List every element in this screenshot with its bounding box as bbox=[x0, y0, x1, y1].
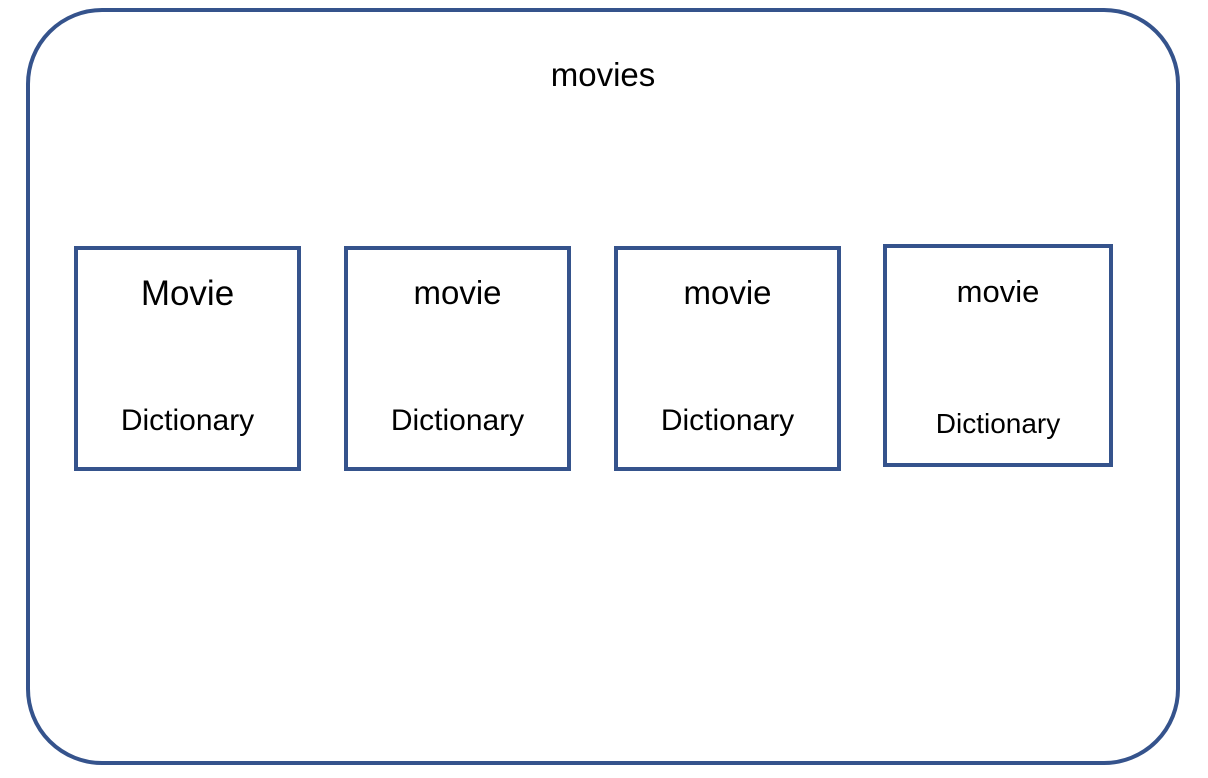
dictionary-item-1-key: Movie bbox=[140, 274, 235, 313]
collection-title: movies bbox=[550, 56, 656, 93]
dictionary-item-2-key: movie bbox=[413, 274, 502, 311]
dictionary-item-4-type: Dictionary bbox=[935, 408, 1061, 439]
dictionary-item-4-key: movie bbox=[956, 274, 1040, 309]
dictionary-item-4: movie Dictionary bbox=[883, 244, 1113, 467]
dictionary-item-3-key: movie bbox=[683, 274, 772, 311]
dictionary-item-1-type: Dictionary bbox=[120, 404, 255, 437]
dictionary-item-3: movie Dictionary bbox=[614, 246, 841, 471]
dictionary-item-2: movie Dictionary bbox=[344, 246, 571, 471]
dictionary-item-3-type: Dictionary bbox=[660, 404, 795, 437]
dictionary-item-2-type: Dictionary bbox=[390, 404, 525, 437]
dictionary-item-1: Movie Dictionary bbox=[74, 246, 301, 471]
